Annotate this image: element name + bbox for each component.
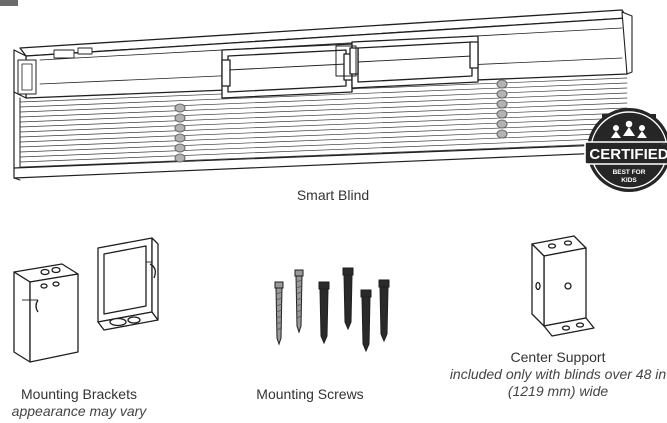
- center-support-illustration: [531, 235, 595, 337]
- badge-certified-text: CERTIFIED: [589, 146, 667, 163]
- mounting-screws-caption: Mounting Screws: [235, 386, 385, 403]
- center-support-caption: Center Support included only with blinds…: [449, 349, 667, 400]
- smart-blind-label: Smart Blind: [296, 187, 370, 203]
- mounting-brackets-note: appearance may vary: [11, 403, 147, 419]
- center-support-label: Center Support: [510, 349, 606, 365]
- mounting-screws-label: Mounting Screws: [256, 386, 364, 402]
- corner-marker: [0, 0, 18, 6]
- badge-sub-text-1: BEST FOR: [613, 169, 646, 176]
- center-support-note: included only with blinds over 48 in (12…: [449, 366, 667, 399]
- badge-trademark: TM: [660, 141, 666, 146]
- certified-badge: CERTIFIED BEST FOR KIDS TM: [584, 108, 667, 192]
- mounting-screws-illustration: [274, 267, 390, 353]
- smart-blind-illustration: [13, 9, 633, 181]
- badge-sub-text-2: KIDS: [621, 177, 637, 184]
- mounting-brackets-illustration: [13, 237, 159, 363]
- mounting-brackets-caption: Mounting Brackets appearance may vary: [0, 386, 158, 420]
- mounting-brackets-label: Mounting Brackets: [21, 386, 137, 402]
- smart-blind-caption: Smart Blind: [233, 187, 433, 204]
